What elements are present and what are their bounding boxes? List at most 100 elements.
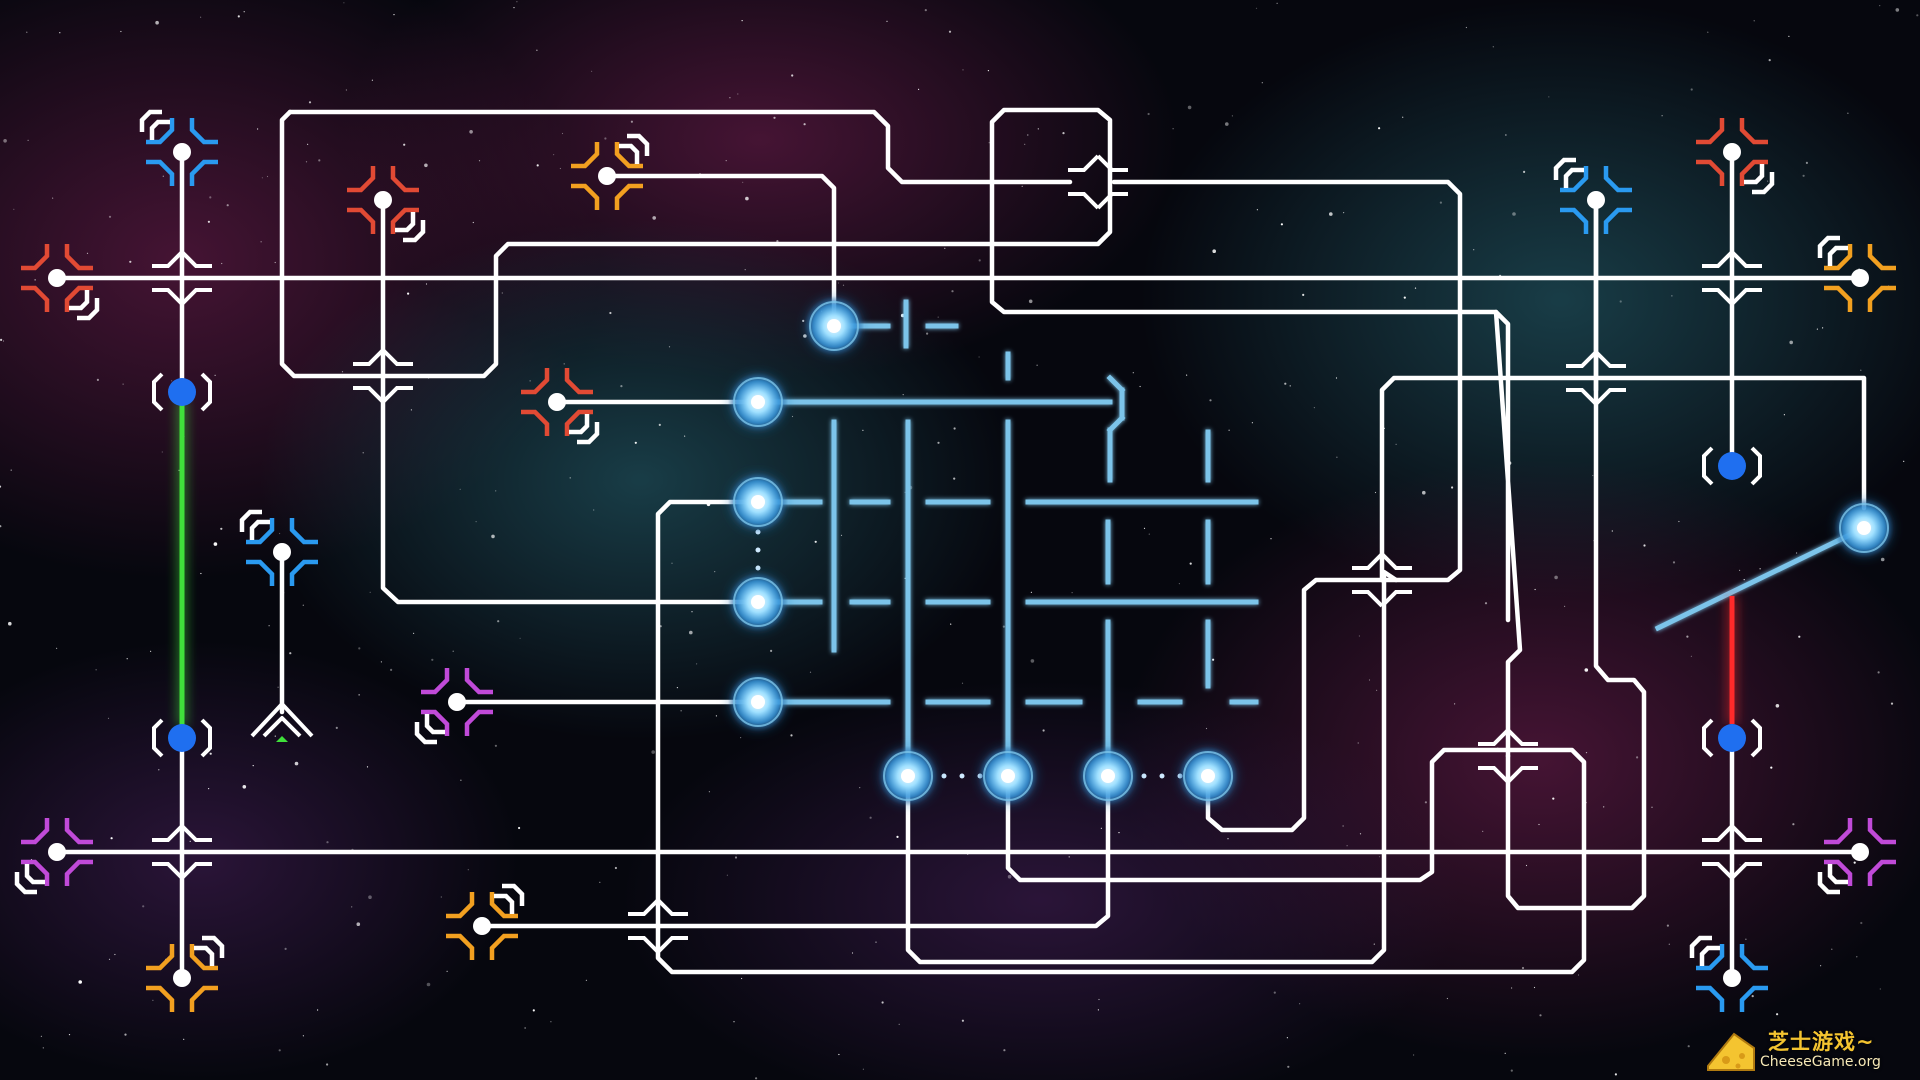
- star: [1548, 96, 1550, 98]
- double-chevron-icon: [1744, 164, 1775, 195]
- star: [284, 947, 287, 951]
- star: [1270, 538, 1272, 540]
- star: [478, 160, 481, 162]
- splitter-bracket-icon[interactable]: [139, 109, 218, 186]
- splitter-bracket-icon[interactable]: [239, 509, 318, 586]
- star: [1205, 727, 1208, 730]
- splitter-bracket-icon[interactable]: [414, 668, 493, 745]
- energy-orb-icon[interactable]: [1834, 498, 1894, 558]
- lasers: [179, 400, 1735, 726]
- splitter-bracket-icon[interactable]: [1817, 818, 1896, 895]
- track-center-left: [655, 499, 1587, 975]
- star: [553, 154, 555, 156]
- splitter-bracket-icon[interactable]: [1817, 235, 1896, 312]
- watermark-url: CheeseGame.org: [1760, 1054, 1881, 1070]
- star: [341, 371, 344, 373]
- crosshair-junction-icon[interactable]: [1702, 824, 1762, 880]
- star: [550, 1021, 552, 1023]
- splitter-bracket-icon[interactable]: [446, 883, 525, 960]
- blue-receiver-node-icon[interactable]: [1702, 718, 1762, 758]
- energy-orb-icon[interactable]: [728, 472, 788, 532]
- star: [651, 750, 655, 754]
- star: [561, 132, 564, 135]
- energy-orb-icon[interactable]: [728, 572, 788, 632]
- star: [1037, 128, 1039, 130]
- star: [1465, 26, 1467, 29]
- star: [213, 542, 218, 546]
- star: [671, 562, 673, 564]
- star: [886, 20, 888, 22]
- star: [1139, 385, 1141, 388]
- double-chevron-icon: [1689, 935, 1720, 966]
- splitter-bracket-icon[interactable]: [521, 368, 600, 445]
- star: [924, 9, 927, 12]
- emitter-core: [473, 917, 491, 935]
- star: [277, 686, 279, 688]
- star: [1619, 300, 1622, 303]
- star: [1592, 474, 1594, 477]
- emitter-core: [1723, 969, 1741, 987]
- splitter-bracket-icon[interactable]: [1696, 118, 1775, 195]
- star: [1172, 128, 1174, 130]
- crosshair-junction-icon[interactable]: [152, 250, 212, 306]
- energy-orb-icon[interactable]: [878, 746, 938, 806]
- star: [307, 143, 309, 145]
- star: [1879, 5, 1881, 7]
- crosshair-junction-icon[interactable]: [1352, 552, 1412, 608]
- crosshair-junction-icon[interactable]: [1566, 350, 1626, 406]
- track-right-loop-b: [1493, 309, 1523, 759]
- double-chevron-icon: [1553, 157, 1584, 188]
- star: [2, 340, 5, 342]
- star: [189, 840, 191, 842]
- emitter-core: [273, 543, 291, 561]
- star: [107, 717, 110, 720]
- star: [308, 101, 312, 104]
- star: [95, 669, 97, 671]
- star: [1097, 1009, 1099, 1011]
- star: [335, 726, 338, 730]
- star: [926, 332, 929, 335]
- splitter-bracket-icon[interactable]: [1689, 935, 1768, 1012]
- star: [1552, 797, 1555, 800]
- crosshair-junction-icon[interactable]: [1068, 154, 1128, 210]
- energy-orb-icon[interactable]: [728, 372, 788, 432]
- splitter-bracket-icon[interactable]: [1553, 157, 1632, 234]
- star: [1505, 134, 1507, 136]
- energy-orb-icon[interactable]: [804, 296, 864, 356]
- star: [40, 1035, 43, 1037]
- star: [317, 1009, 319, 1011]
- crosshair-junction-icon[interactable]: [628, 898, 688, 954]
- crosshair-junction-icon[interactable]: [353, 348, 413, 404]
- star: [1368, 679, 1371, 681]
- blue-receiver-node-icon[interactable]: [1702, 446, 1762, 486]
- star: [591, 70, 593, 72]
- splitter-bracket-icon[interactable]: [347, 166, 426, 243]
- star: [1690, 655, 1692, 657]
- star: [294, 761, 299, 766]
- energy-orb-icon[interactable]: [1178, 746, 1238, 806]
- star: [1028, 299, 1033, 304]
- splitter-bracket-icon[interactable]: [14, 818, 93, 895]
- star: [0, 525, 2, 528]
- star: [524, 1027, 526, 1029]
- splitter-bracket-icon[interactable]: [571, 133, 650, 210]
- crosshair-junction-icon[interactable]: [152, 824, 212, 880]
- crosshair-junction-icon[interactable]: [1478, 728, 1538, 784]
- star: [1446, 997, 1448, 1000]
- splitter-bracket-icon[interactable]: [21, 244, 100, 321]
- emitter-core: [1851, 843, 1869, 861]
- star: [962, 69, 964, 71]
- energy-orb-icon[interactable]: [1078, 746, 1138, 806]
- blue-receiver-node-icon[interactable]: [152, 718, 212, 758]
- crosshair-junction-icon[interactable]: [1702, 250, 1762, 306]
- star: [1414, 287, 1417, 289]
- energy-orb-icon[interactable]: [978, 746, 1038, 806]
- triangle-cursor-icon[interactable]: [250, 702, 314, 742]
- star: [1877, 671, 1880, 674]
- emitters: [14, 109, 1896, 1012]
- star: [1007, 874, 1012, 879]
- star: [1147, 112, 1150, 116]
- splitter-bracket-icon[interactable]: [146, 935, 225, 1012]
- energy-orb-icon[interactable]: [728, 672, 788, 732]
- blue-receiver-node-icon[interactable]: [152, 372, 212, 412]
